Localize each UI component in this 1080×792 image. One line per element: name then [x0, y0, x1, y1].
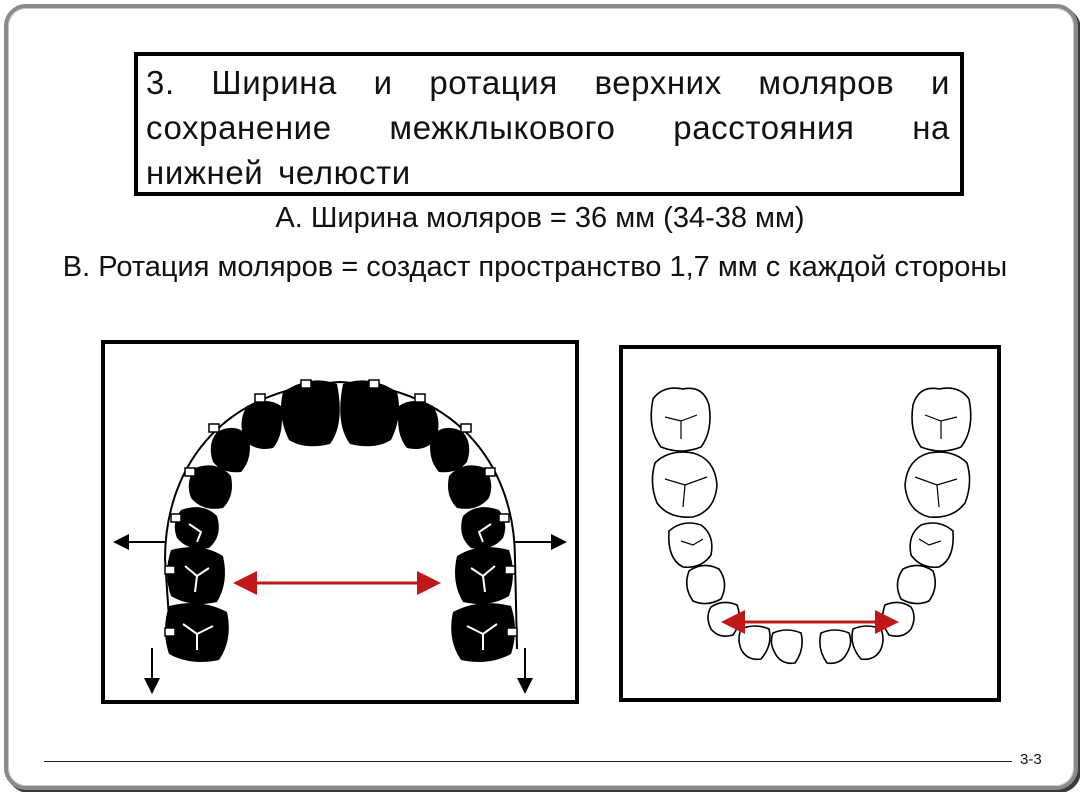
page-number: 3-3: [1020, 751, 1042, 768]
tooth: [770, 629, 803, 665]
tooth: [896, 564, 937, 605]
tooth: [909, 522, 955, 569]
tooth: [650, 387, 711, 452]
tooth-fissures: [182, 523, 498, 650]
tooth: [911, 387, 972, 452]
lower-arch-figure: [619, 345, 1001, 702]
tooth: [430, 427, 470, 473]
tooth: [281, 380, 340, 447]
tooth: [340, 380, 399, 447]
tooth: [819, 629, 852, 665]
tooth: [188, 465, 232, 509]
molar-rotation-text: В. Ротация моляров = создаст пространств…: [62, 251, 1008, 283]
upper-arch-drawing: [113, 379, 567, 694]
slide-title: 3. Ширина и ротация верхних моляров и со…: [146, 64, 950, 191]
tooth: [210, 427, 250, 473]
title-box: 3. Ширина и ротация верхних моляров и со…: [134, 52, 964, 196]
tooth: [241, 401, 282, 449]
footer-rule: [44, 761, 1012, 762]
tooth: [448, 465, 492, 509]
tooth: [707, 601, 741, 637]
upper-arch-figure: [101, 340, 579, 704]
archwire: [163, 380, 518, 650]
tooth-fissures: [664, 414, 958, 546]
tooth: [738, 625, 771, 661]
tooth: [851, 625, 884, 661]
brackets: [164, 379, 518, 637]
tooth: [451, 603, 515, 662]
lower-arch-drawing: [650, 387, 972, 665]
upper-teeth: [165, 380, 515, 662]
tooth: [685, 564, 726, 605]
tooth: [881, 601, 915, 637]
molar-width-text: А. Ширина моляров = 36 мм (34-38 мм): [275, 202, 805, 234]
tooth: [667, 522, 713, 569]
tooth: [165, 603, 229, 662]
tooth: [398, 401, 439, 449]
